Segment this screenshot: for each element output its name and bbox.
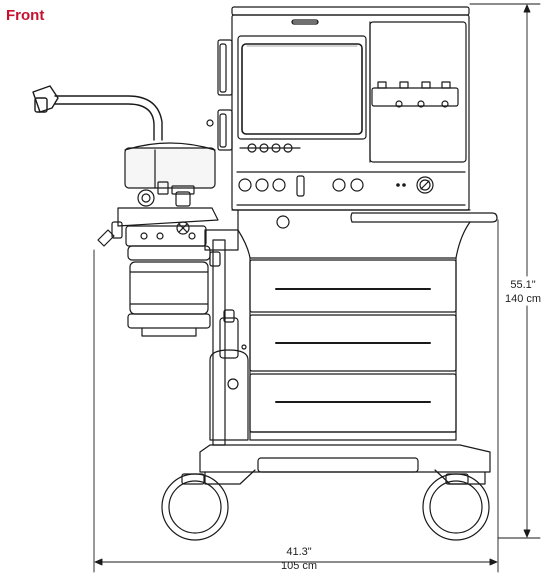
width-dimension-line <box>93 219 499 573</box>
control-knobs <box>238 175 434 197</box>
right-caster <box>422 473 490 541</box>
side-handles <box>206 39 233 151</box>
height-dimension-line <box>469 3 541 539</box>
support-column <box>204 229 239 446</box>
view-title: Front <box>6 7 45 24</box>
absorber-canister <box>127 245 221 337</box>
height-cm: 140 cm <box>504 293 542 305</box>
width-dimension-label: 41.3" 105 cm <box>269 545 329 573</box>
width-cm: 105 cm <box>280 560 318 572</box>
height-inches: 55.1" <box>510 279 536 291</box>
upper-cabinet <box>231 6 470 211</box>
left-caster <box>161 473 229 541</box>
drawers <box>249 259 457 433</box>
monitor-screen <box>237 35 367 153</box>
work-shelf <box>231 209 498 229</box>
gas-cylinder <box>209 309 249 441</box>
breathing-system <box>97 142 219 247</box>
monitor-arm <box>32 85 163 141</box>
lower-cabinet <box>237 209 471 441</box>
width-inches: 41.3" <box>286 546 312 558</box>
height-dimension-label: 55.1" 140 cm <box>494 278 552 306</box>
gas-panel <box>371 81 459 108</box>
base <box>199 444 491 485</box>
